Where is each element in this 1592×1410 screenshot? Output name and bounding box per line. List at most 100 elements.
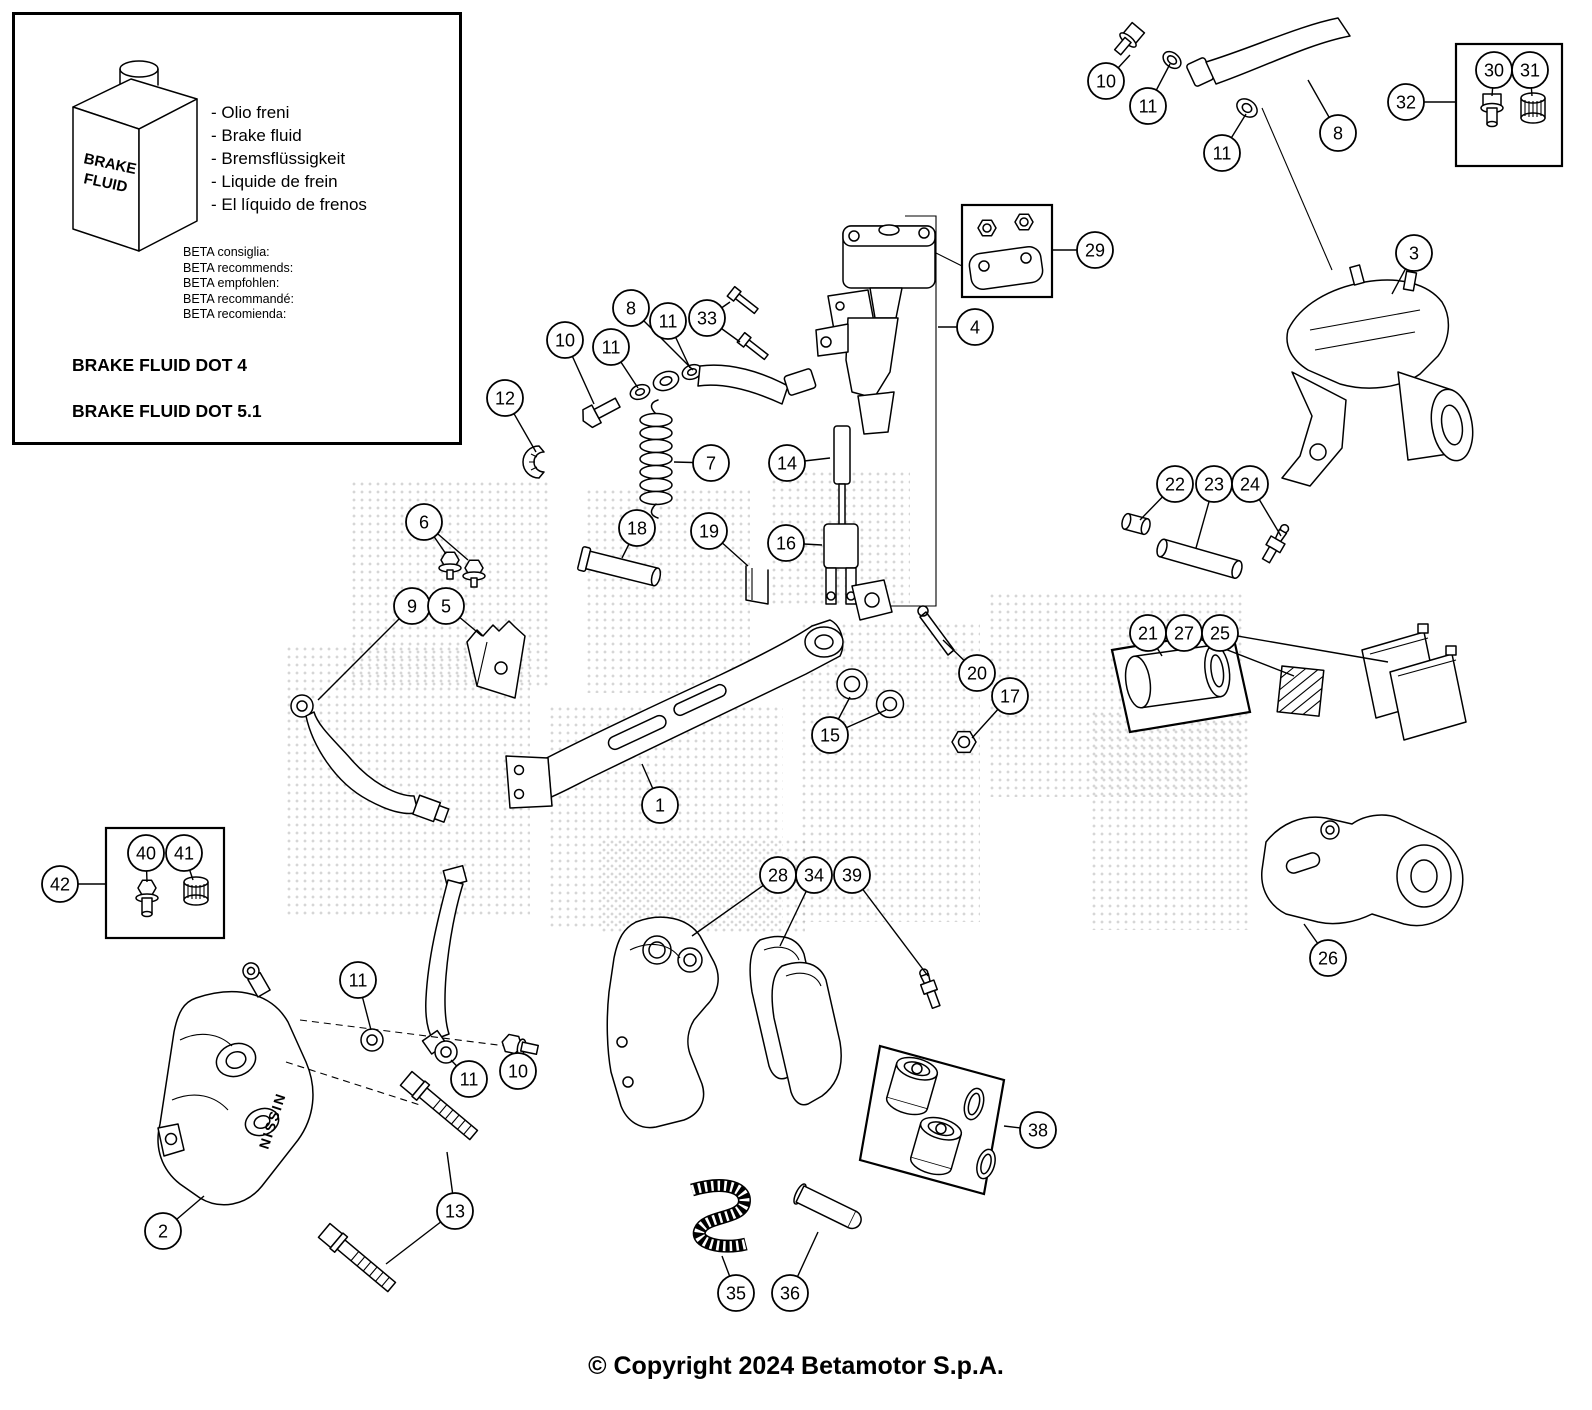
callout-14[interactable] — [768, 444, 806, 482]
callout-number: 36 — [780, 1284, 800, 1304]
fluid-name-line: - Liquide de frein — [211, 172, 338, 191]
callout-number: 11 — [1139, 97, 1158, 117]
callout-11[interactable] — [592, 328, 630, 366]
callout-number: 40 — [136, 844, 156, 864]
callout-number: 41 — [174, 844, 194, 864]
callout-10[interactable] — [546, 321, 584, 359]
callout-number: 6 — [419, 513, 429, 533]
callout-number: 18 — [627, 519, 647, 539]
callout-11[interactable] — [649, 302, 687, 340]
callout-31[interactable] — [1511, 51, 1549, 89]
caliper-bolts-illustration — [317, 1070, 479, 1293]
callout-number: 11 — [349, 971, 368, 991]
callout-11[interactable] — [1129, 87, 1167, 125]
callout-number: 8 — [1333, 124, 1343, 144]
callout-leader-line — [1183, 632, 1295, 677]
callout-number: 4 — [970, 318, 980, 338]
washer-icon — [1236, 98, 1258, 118]
callout-18[interactable] — [618, 509, 656, 547]
callout-13[interactable] — [436, 1192, 474, 1230]
callout-11[interactable] — [450, 1060, 488, 1098]
callout-11[interactable] — [1203, 134, 1241, 172]
washer-icon — [629, 383, 651, 401]
callout-2[interactable] — [144, 1212, 182, 1250]
front-caliper-illustration: NISSIN — [157, 962, 314, 1206]
callout-40[interactable] — [127, 834, 165, 872]
front-brake-pads-illustration — [749, 935, 842, 1106]
callout-number: 23 — [1204, 475, 1224, 495]
rear-master-cylinder-illustration — [815, 215, 937, 621]
callout-number: 11 — [659, 312, 678, 332]
callout-6[interactable] — [405, 503, 443, 541]
callout-32[interactable] — [1387, 83, 1425, 121]
screw-icon — [726, 285, 759, 315]
seal-ring-icon — [963, 1087, 985, 1121]
recommendation-line: BETA consiglia: — [183, 245, 270, 259]
rear-piston-kit-illustration — [1110, 628, 1252, 734]
callout-number: 20 — [967, 664, 987, 684]
callout-number: 27 — [1174, 624, 1194, 644]
callout-26[interactable] — [1309, 939, 1347, 977]
callout-number: 11 — [1213, 144, 1232, 164]
callout-number: 12 — [495, 389, 515, 409]
callout-number: 33 — [697, 309, 717, 329]
callout-11[interactable] — [339, 961, 377, 999]
washer-icon — [434, 1040, 458, 1064]
callout-19[interactable] — [690, 512, 728, 550]
callout-41[interactable] — [165, 834, 203, 872]
callout-34[interactable] — [795, 856, 833, 894]
cotter-pin-illustration — [917, 605, 955, 656]
brake-fluid-names-list: - Olio freni- Brake fluid- Bremsflüssigk… — [211, 101, 367, 216]
caliper-bracket-illustration — [1261, 814, 1464, 927]
callout-8[interactable] — [612, 289, 650, 327]
callout-22[interactable] — [1156, 465, 1194, 503]
copyright-text: © Copyright 2024 Betamotor S.p.A. — [588, 1352, 1004, 1380]
callout-24[interactable] — [1231, 465, 1269, 503]
callout-36[interactable] — [771, 1274, 809, 1312]
retaining-clip-illustration — [745, 565, 769, 605]
callout-16[interactable] — [767, 524, 805, 562]
nut-illustration — [951, 730, 977, 754]
caliper-half-illustration — [606, 916, 719, 1129]
brake-fluid-container-drawing: BRAKE FLUID — [72, 60, 198, 252]
callout-1[interactable] — [641, 786, 679, 824]
callout-35[interactable] — [717, 1274, 755, 1312]
callout-number: 5 — [441, 597, 451, 617]
callout-12[interactable] — [486, 379, 524, 417]
fluid-name-line: - Bremsflüssigkeit — [211, 149, 346, 168]
callout-33[interactable] — [688, 299, 726, 337]
callout-38[interactable] — [1019, 1111, 1057, 1149]
callout-29[interactable] — [1076, 231, 1114, 269]
callout-leader-line — [851, 874, 929, 977]
callout-5[interactable] — [427, 587, 465, 625]
callout-15[interactable] — [811, 716, 849, 754]
callout-number: 8 — [626, 299, 636, 319]
callout-number: 35 — [726, 1284, 746, 1304]
callout-8[interactable] — [1319, 114, 1357, 152]
pedal-pin-illustration — [577, 546, 662, 587]
callout-number: 2 — [158, 1222, 168, 1242]
callout-25[interactable] — [1201, 614, 1239, 652]
beta-recommendations-list: BETA consiglia:BETA recommends:BETA empf… — [183, 245, 294, 323]
callout-39[interactable] — [833, 856, 871, 894]
pad-pin-illustration — [793, 1183, 862, 1230]
callout-42[interactable] — [41, 865, 79, 903]
callout-number: 19 — [699, 522, 719, 542]
seal-ring-icon — [976, 1148, 996, 1180]
callout-number: 28 — [768, 866, 788, 886]
brake-fluid-dot51-text: BRAKE FLUID DOT 5.1 — [72, 401, 262, 421]
callout-3[interactable] — [1395, 234, 1433, 272]
callout-4[interactable] — [956, 308, 994, 346]
left-hose-illustration — [290, 694, 450, 823]
recommendation-line: BETA recommandé: — [183, 291, 294, 306]
callout-10[interactable] — [1087, 62, 1125, 100]
callout-17[interactable] — [991, 677, 1029, 715]
callout-number: 14 — [777, 454, 797, 474]
callout-10[interactable] — [499, 1052, 537, 1090]
callout-7[interactable] — [692, 444, 730, 482]
callout-20[interactable] — [958, 654, 996, 692]
bleeder-screw-illustration — [919, 968, 941, 1010]
rear-caliper-illustration — [1281, 264, 1474, 487]
